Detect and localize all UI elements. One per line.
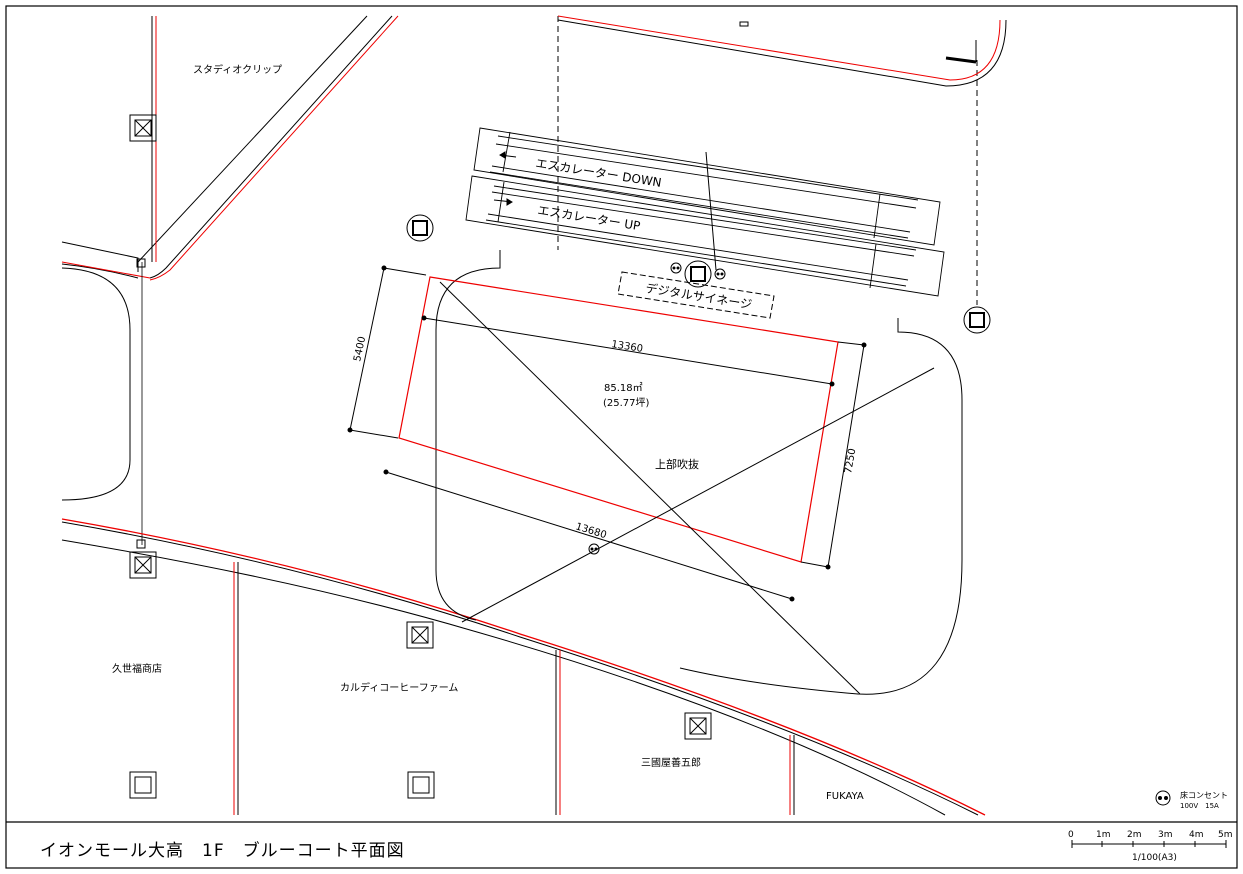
floor-outlet-icon — [670, 262, 682, 274]
column-crossed — [129, 114, 157, 142]
store-fukaya: FUKAYA — [826, 791, 864, 802]
scale-tick-0: 0 — [1068, 830, 1074, 840]
store-mikuniya: 三國屋善五郎 — [641, 756, 701, 769]
legend-outlet-icon — [1155, 790, 1171, 806]
column-circled — [684, 260, 712, 288]
column-crossed — [129, 551, 157, 579]
legend-outlet-label: 床コンセント — [1180, 790, 1228, 800]
dimension-left: 5400 — [352, 335, 368, 362]
scale-tick-5: 5m — [1218, 830, 1233, 840]
atrium-area-tsubo: (25.77坪) — [603, 396, 650, 409]
escalator-up-label: エスカレーター UP — [537, 203, 642, 233]
drawing-frame — [5, 5, 1238, 869]
atrium-upper-void-label: 上部吹抜 — [655, 457, 699, 471]
escalator-up[interactable] — [465, 175, 945, 297]
scale-tick-2: 2m — [1127, 830, 1142, 840]
corridor-walls-northwest — [61, 15, 399, 549]
dimension-top: 13360 — [611, 339, 644, 355]
scale-tick-1: 1m — [1096, 830, 1111, 840]
scale-bar — [1071, 840, 1227, 848]
scale-tick-4: 4m — [1189, 830, 1204, 840]
top-wall-fixture — [739, 21, 977, 64]
drawing-title: イオンモール大高 1F ブルーコート平面図 — [40, 841, 405, 861]
atrium-enclosure — [435, 250, 963, 695]
corridor-walls-south — [61, 518, 986, 816]
dimension-right: 7250 — [843, 448, 858, 475]
atrium-void-outline — [398, 276, 839, 563]
escalator-down-label: エスカレーター DOWN — [535, 156, 663, 190]
escalator-void-outline — [557, 15, 1007, 305]
column-crossed — [406, 621, 434, 649]
arrow-down-direction-icon — [499, 151, 517, 159]
store-kuzefuku: 久世福商店 — [112, 662, 162, 675]
scale-tick-3: 3m — [1158, 830, 1173, 840]
column-circled — [406, 214, 434, 242]
atrium-diagonal — [461, 367, 935, 623]
store-studio-clip: スタディオクリップ — [193, 63, 282, 76]
atrium-area-m2: 85.18㎡ — [604, 382, 643, 394]
column-crossed — [684, 712, 712, 740]
digital-signage-outline — [617, 271, 775, 319]
dimension-bottom: 13680 — [574, 521, 608, 541]
store-kaldi: カルディコーヒーファーム — [340, 681, 458, 694]
scale-ratio: 1/100(A3) — [1132, 853, 1177, 863]
legend-outlet-spec: 100V 15A — [1180, 802, 1219, 810]
atrium-diagonal — [439, 281, 861, 695]
dimension-lines — [347, 265, 867, 602]
escalator-down[interactable] — [473, 127, 941, 246]
corridor-niche-west — [61, 267, 131, 501]
arrow-up-direction-icon — [493, 198, 513, 206]
column-circled — [963, 306, 991, 334]
floor-outlet-icon — [714, 268, 726, 280]
floor-outlet-icon — [588, 543, 600, 555]
column-square — [407, 771, 435, 799]
column-square — [129, 771, 157, 799]
